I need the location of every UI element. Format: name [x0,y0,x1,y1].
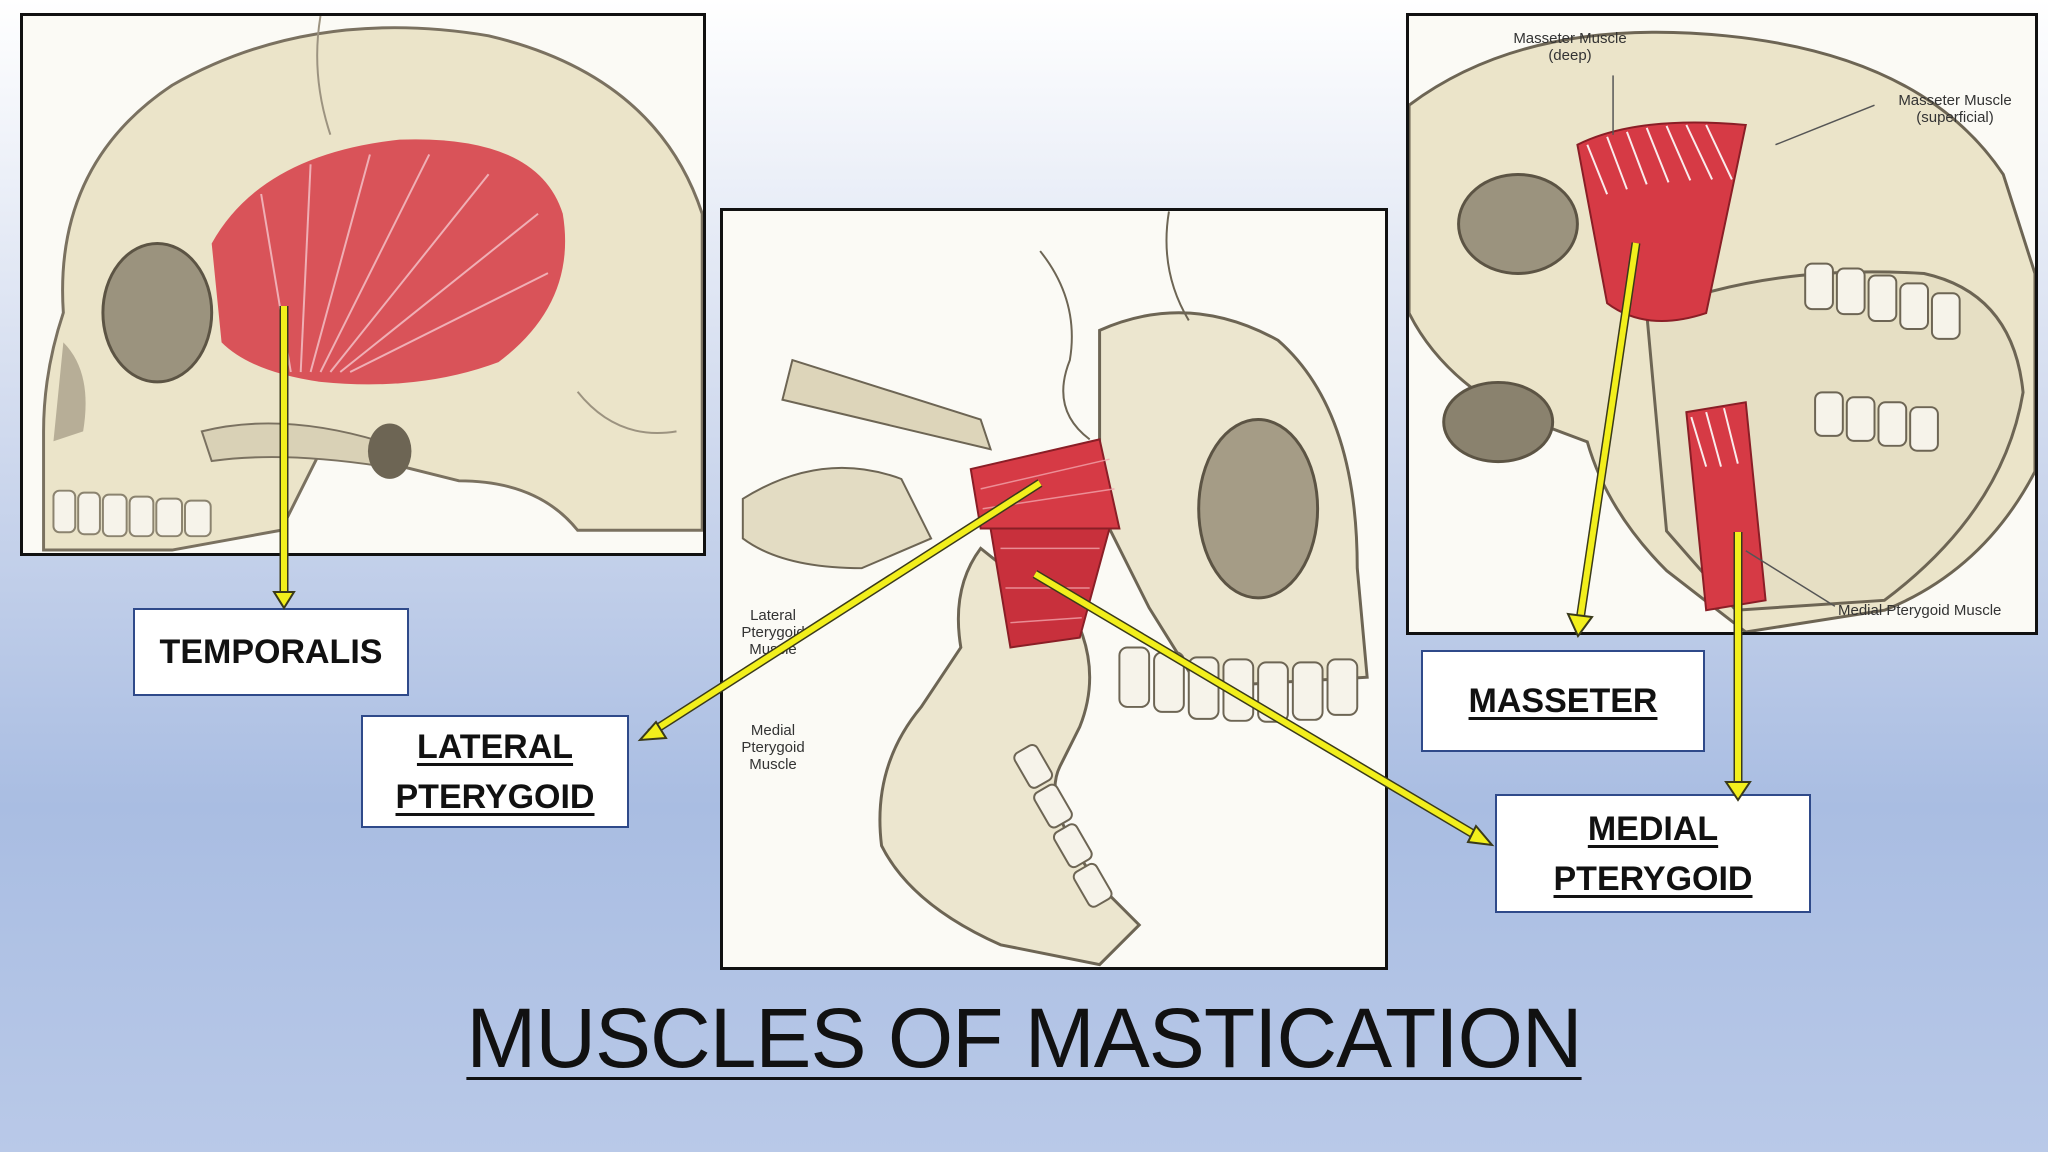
temporalis-illustration [20,13,706,556]
annotation-medial-pterygoid-muscle-center: Medial Pterygoid Muscle [741,722,805,773]
arrowhead-medial-pterygoid-center [1466,824,1495,847]
annotation-medial-pterygoid-muscle: Medial Pterygoid Muscle [1838,602,2002,619]
skull-temporalis-drawing [23,16,703,553]
pterygoid-illustration [720,208,1388,970]
annotation-lateral-pterygoid-muscle: Lateral Pterygoid Muscle [741,607,805,658]
masseter-illustration [1406,13,2038,635]
label-lateral-line1: LATERAL [416,727,574,766]
label-medial-line1: MEDIAL [1587,809,1719,848]
arrowhead-temporalis [272,591,296,610]
slide-title: MUSCLES OF MASTICATION [466,991,1582,1085]
label-temporalis: TEMPORALIS [133,608,409,696]
annotation-masseter-deep: Masseter Muscle (deep) [1513,30,1627,64]
label-lateral-line2: PTERYGOID [395,777,595,816]
label-medial-pterygoid: MEDIAL PTERYGOID [1495,794,1811,913]
label-lateral-pterygoid: LATERAL PTERYGOID [361,715,629,828]
annotation-masseter-superficial: Masseter Muscle (superficial) [1898,92,2012,126]
label-masseter: MASSETER [1421,650,1705,752]
skull-masseter-drawing [1409,16,2035,632]
arrowhead-lateral-pterygoid [637,720,668,742]
mandible-pterygoid-drawing [723,211,1385,967]
label-medial-line2: PTERYGOID [1553,859,1753,898]
label-masseter-text: MASSETER [1468,682,1658,720]
label-temporalis-text: TEMPORALIS [159,633,383,671]
